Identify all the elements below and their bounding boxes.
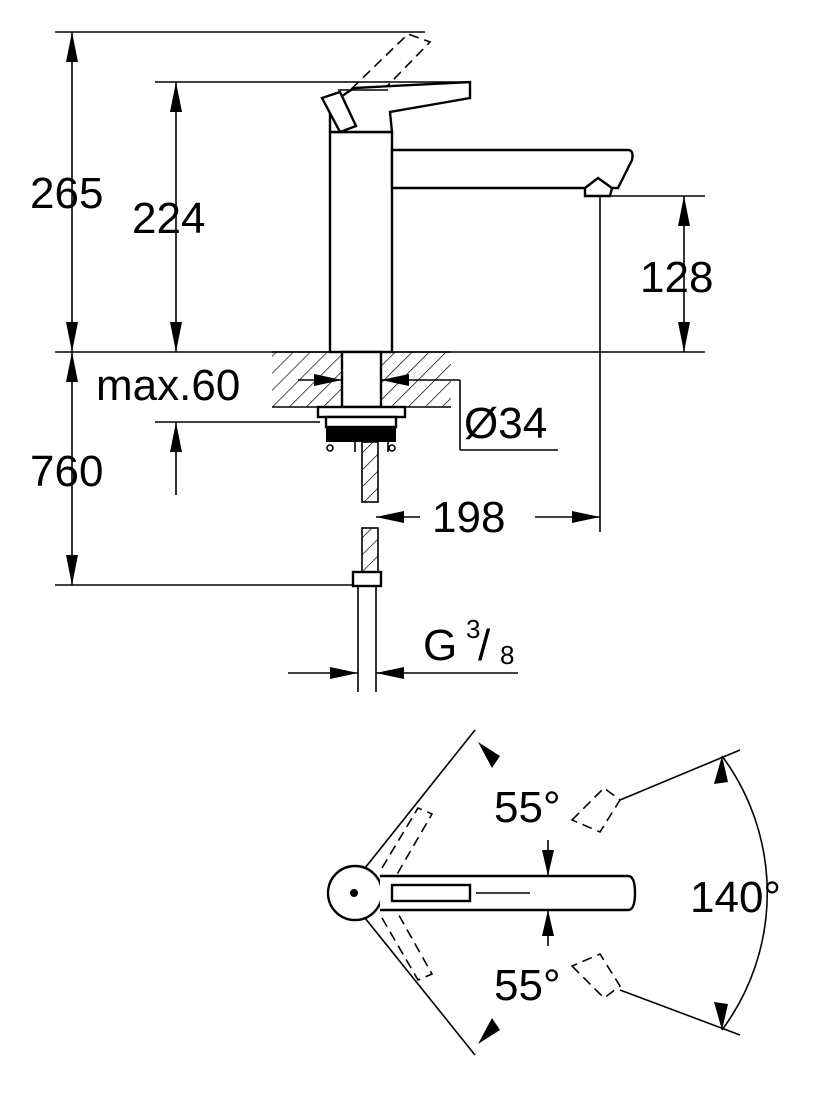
dimension-198: [376, 511, 600, 523]
label-265: 265: [30, 169, 103, 218]
spout-end-lower-dashed: [570, 952, 622, 1000]
swivel-line-upper-left: [364, 729, 476, 869]
dimension-128: [678, 196, 690, 352]
label-198: 198: [432, 493, 505, 542]
label-224: 224: [132, 194, 205, 243]
label-thread-g: G: [423, 621, 457, 670]
dimension-760: [66, 352, 182, 585]
angle-arrows-small: [478, 742, 554, 1044]
swivel-line-upper-right: [619, 749, 741, 801]
spout-rotated-lower-dashed: [381, 909, 434, 982]
label-angle-lower: 55°: [494, 961, 561, 1010]
label-thread-slash: /: [478, 621, 491, 670]
label-760: 760: [30, 447, 103, 496]
angle-arc-140: [714, 755, 769, 1031]
label-angle-upper: 55°: [494, 783, 561, 832]
swivel-line-lower-right: [619, 989, 741, 1036]
label-thread-den: 8: [500, 640, 514, 670]
dimension-224: [170, 82, 182, 352]
dimension-265: [66, 32, 78, 352]
label-diameter-34: Ø34: [464, 399, 547, 448]
label-angle-total: 140°: [690, 873, 781, 922]
label-max60: max.60: [96, 361, 240, 410]
spout-rotated-upper-dashed: [381, 806, 434, 877]
label-thread-num: 3: [466, 614, 480, 644]
spout-end-upper-dashed: [570, 786, 622, 834]
faucet-body: [320, 80, 634, 354]
dimension-max60: [298, 374, 558, 451]
swivel-line-lower-left: [364, 917, 476, 1056]
faucet-top-view: [326, 864, 637, 922]
aerator: [583, 176, 614, 198]
plan-view: 55° 55° 140°: [326, 729, 781, 1056]
label-128: 128: [640, 253, 713, 302]
side-elevation-view: 265 224 128 max.60 Ø34 760 198 G 3 / 8: [30, 31, 713, 692]
supply-hose: [351, 441, 383, 692]
dimension-thread: [288, 667, 518, 679]
